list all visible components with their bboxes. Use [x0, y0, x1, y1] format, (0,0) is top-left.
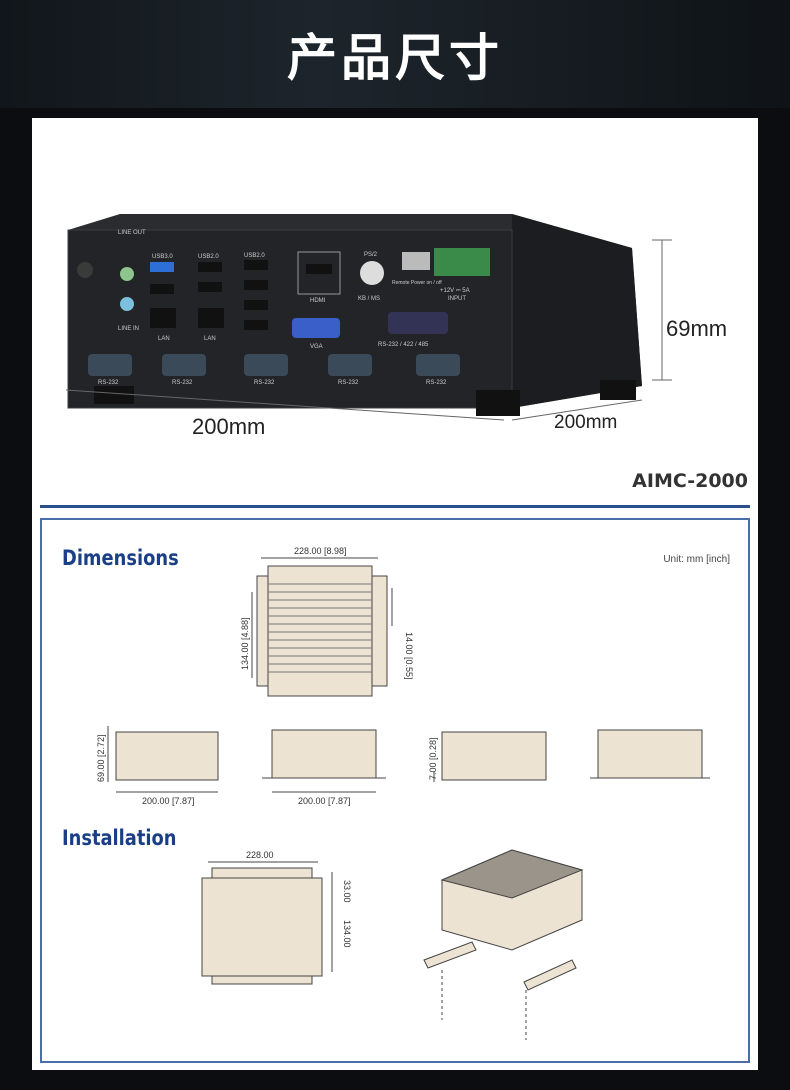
model-name: AIMC-2000	[632, 470, 748, 492]
technical-drawings: 228.00 [8.98] 134.00 [4.88] 14.00 [0.55]…	[96, 546, 710, 1040]
port-label-vga: VGA	[310, 344, 323, 350]
port-label-kb-ms: KB / MS	[358, 296, 380, 302]
dimensions-heading: Dimensions	[62, 546, 179, 570]
width-label: 200mm	[192, 414, 266, 439]
depth-label: 200mm	[554, 412, 618, 433]
unit-label: Unit: mm [inch]	[663, 554, 730, 565]
port-label-rs232: RS-232	[172, 380, 193, 386]
port-label-line-in: LINE IN	[118, 326, 139, 332]
port-label-rs232: RS-232	[338, 380, 359, 386]
drawing-box: Dimensions Unit: mm [inch] 228.00 [8.98]	[40, 518, 750, 1063]
port-label-com-multi: RS-232 / 422 / 485	[378, 342, 429, 348]
side-height-dim: 69.00 [2.72]	[96, 734, 106, 782]
port-label-lan-2: LAN	[204, 336, 216, 342]
port-label-usb3: USB3.0	[152, 254, 173, 260]
height-label: 69mm	[666, 316, 728, 341]
port-label-rs232: RS-232	[254, 380, 275, 386]
installation-heading: Installation	[62, 826, 177, 850]
port-label-ps2: PS/2	[364, 252, 378, 258]
header-banner	[0, 0, 790, 108]
port-label-usb2-a: USB2.0	[198, 254, 219, 260]
port-label-remote: Remote Power on / off	[392, 280, 442, 286]
side-width-dim: 200.00 [7.87]	[142, 796, 195, 806]
top-offset-dim: 14.00 [0.55]	[404, 632, 414, 680]
port-label-hdmi: HDMI	[310, 298, 326, 304]
top-height-dim: 134.00 [4.88]	[240, 617, 250, 670]
port-label-rs232: RS-232	[98, 380, 119, 386]
content-panel: LINE OUT LINE IN USB3.0 USB2.0 USB2.0 LA…	[32, 118, 758, 1070]
divider	[40, 505, 750, 508]
port-label-lan-1: LAN	[158, 336, 170, 342]
install-width-dim: 228.00	[246, 850, 274, 860]
product-photo: LINE OUT LINE IN USB3.0 USB2.0 USB2.0 LA…	[65, 214, 672, 421]
page-title: 产品尺寸	[287, 29, 503, 87]
port-label-line-out: LINE OUT	[118, 230, 146, 236]
port-label-power: +12V ⎓ 5A	[440, 288, 470, 294]
top-width-dim: 228.00 [8.98]	[294, 546, 347, 556]
install-offset-dim: 33.00	[342, 880, 352, 903]
port-label-usb2-b: USB2.0	[244, 253, 265, 259]
foot-height-dim: 7.00 [0.28]	[428, 737, 438, 780]
port-label-input: INPUT	[448, 296, 466, 302]
front-width-dim: 200.00 [7.87]	[298, 796, 351, 806]
port-label-rs232: RS-232	[426, 380, 447, 386]
install-height-dim: 134.00	[342, 920, 352, 948]
